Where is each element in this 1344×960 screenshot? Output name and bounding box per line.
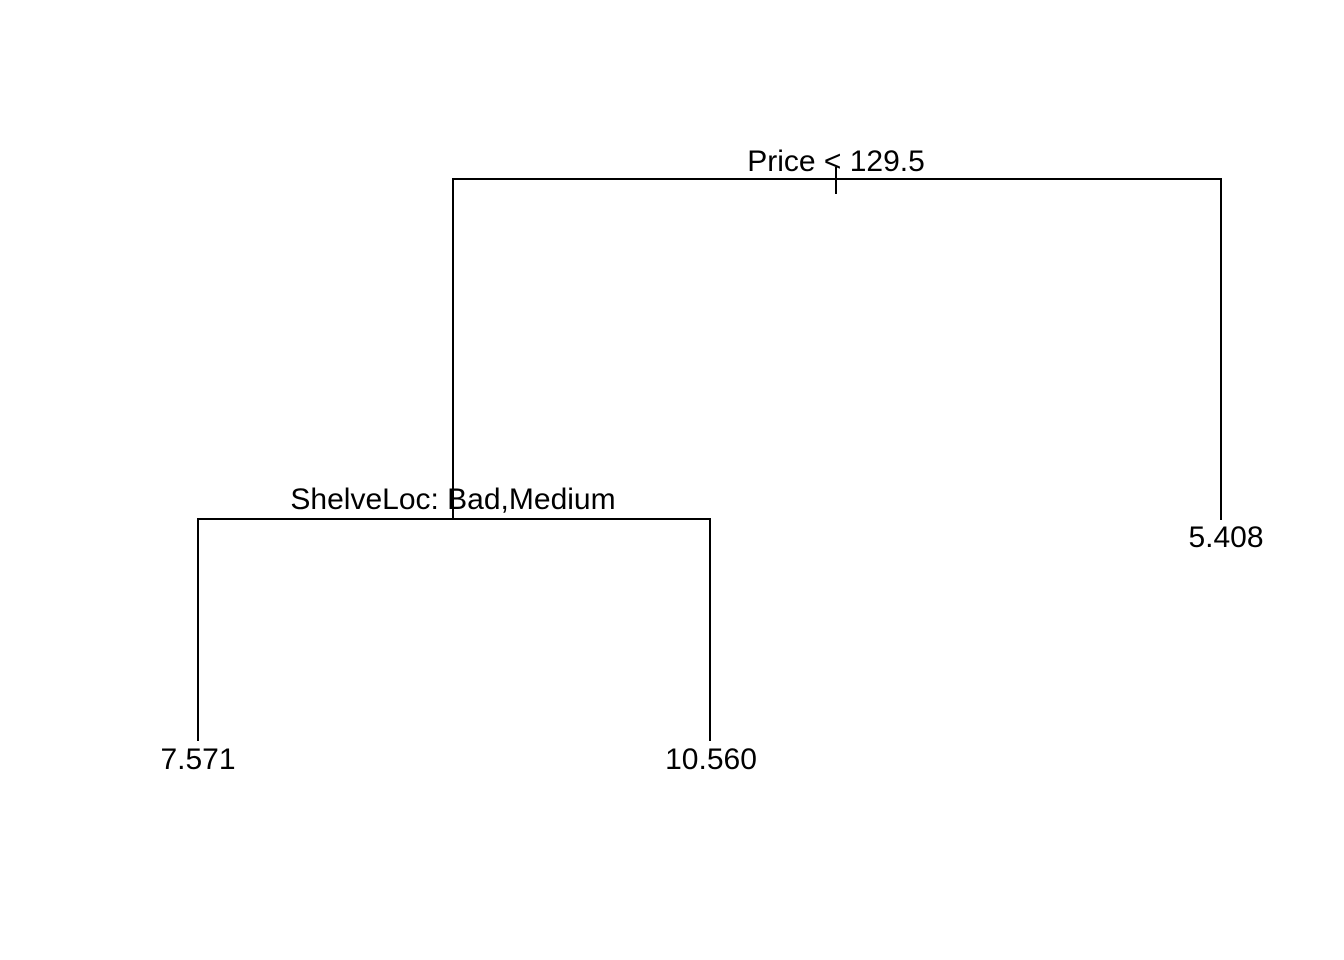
inner-split-crossbar-line [197,518,711,520]
edge-inner-to-left-leaf [197,518,199,741]
leaf-value-right: 5.408 [1188,521,1264,554]
root-split-crossbar-line [452,178,1222,180]
root-node-tick-line [835,167,837,194]
edge-inner-to-right-leaf [709,518,711,741]
edge-root-to-right-leaf [1220,178,1222,520]
leaf-value-left: 7.571 [160,743,236,776]
edge-root-to-left-child [452,178,454,520]
root-split-label: Price < 129.5 [747,145,925,178]
inner-split-label: ShelveLoc: Bad,Medium [290,483,616,516]
leaf-value-middle: 10.560 [665,743,757,776]
